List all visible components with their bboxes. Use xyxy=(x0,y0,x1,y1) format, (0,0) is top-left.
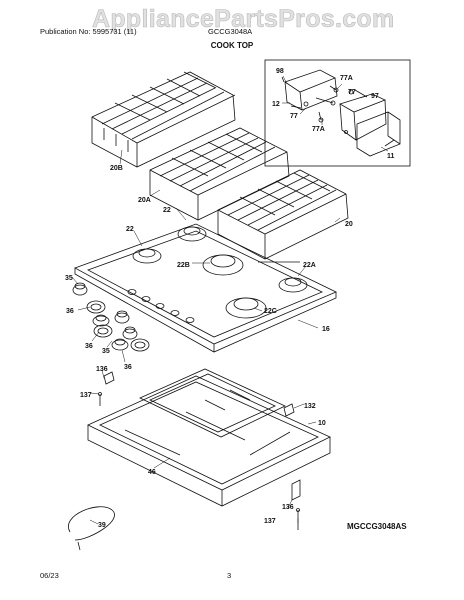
grate-20b xyxy=(91,71,236,168)
watermark: AppliancePartsPros.com xyxy=(92,5,395,34)
callout-136-top: 136 xyxy=(96,366,108,373)
callout-22c: 22C xyxy=(264,308,277,315)
callout-22-top: 22 xyxy=(163,207,171,214)
callout-132: 132 xyxy=(304,403,316,410)
callout-36-top: 36 xyxy=(66,308,74,315)
publication-number: Publication No: 5995731 (11) xyxy=(40,27,137,36)
callout-136-bottom: 136 xyxy=(282,504,294,511)
callout-98: 98 xyxy=(276,68,284,75)
page-number: 3 xyxy=(227,571,232,580)
page-title: COOK TOP xyxy=(210,41,254,50)
knobs-and-bezels xyxy=(72,282,150,352)
callout-20b: 20B xyxy=(110,165,123,172)
callout-36-bottom: 36 xyxy=(124,364,132,371)
model-number: GCCG3048A xyxy=(208,27,253,36)
callout-22-left: 22 xyxy=(126,226,134,233)
cooktop-16 xyxy=(74,223,337,353)
callout-10: 10 xyxy=(318,420,326,427)
diagram-code: MGCCG3048AS xyxy=(347,522,407,531)
callout-22a: 22A xyxy=(303,262,316,269)
callout-137-bottom: 137 xyxy=(264,518,276,525)
callout-20a: 20A xyxy=(138,197,151,204)
callout-35-top: 35 xyxy=(65,275,73,282)
callout-137-top: 137 xyxy=(80,392,92,399)
callout-46: 46 xyxy=(148,469,156,476)
hardware-screws-brackets xyxy=(68,371,301,551)
callout-35-bottom: 35 xyxy=(102,348,110,355)
callout-36-mid: 36 xyxy=(85,343,93,350)
callout-77-mid: 77 xyxy=(290,113,298,120)
grate-20 xyxy=(217,169,349,260)
inset-frame xyxy=(264,59,411,167)
callout-39: 39 xyxy=(98,522,106,529)
callout-11: 11 xyxy=(387,153,395,160)
callout-16: 16 xyxy=(322,326,330,333)
inset-control-bracket xyxy=(264,59,411,167)
grate-20a xyxy=(149,127,290,221)
callout-20: 20 xyxy=(345,221,353,228)
callout-77-top: 77 xyxy=(348,89,356,96)
callout-97: 97 xyxy=(371,93,379,100)
callout-22b: 22B xyxy=(177,262,190,269)
callout-12: 12 xyxy=(272,101,280,108)
footer-date: 06/23 xyxy=(40,571,59,580)
callout-77a-mid: 77A xyxy=(312,126,325,133)
burner-box-46 xyxy=(87,368,331,507)
callout-77a-top: 77A xyxy=(340,75,353,82)
